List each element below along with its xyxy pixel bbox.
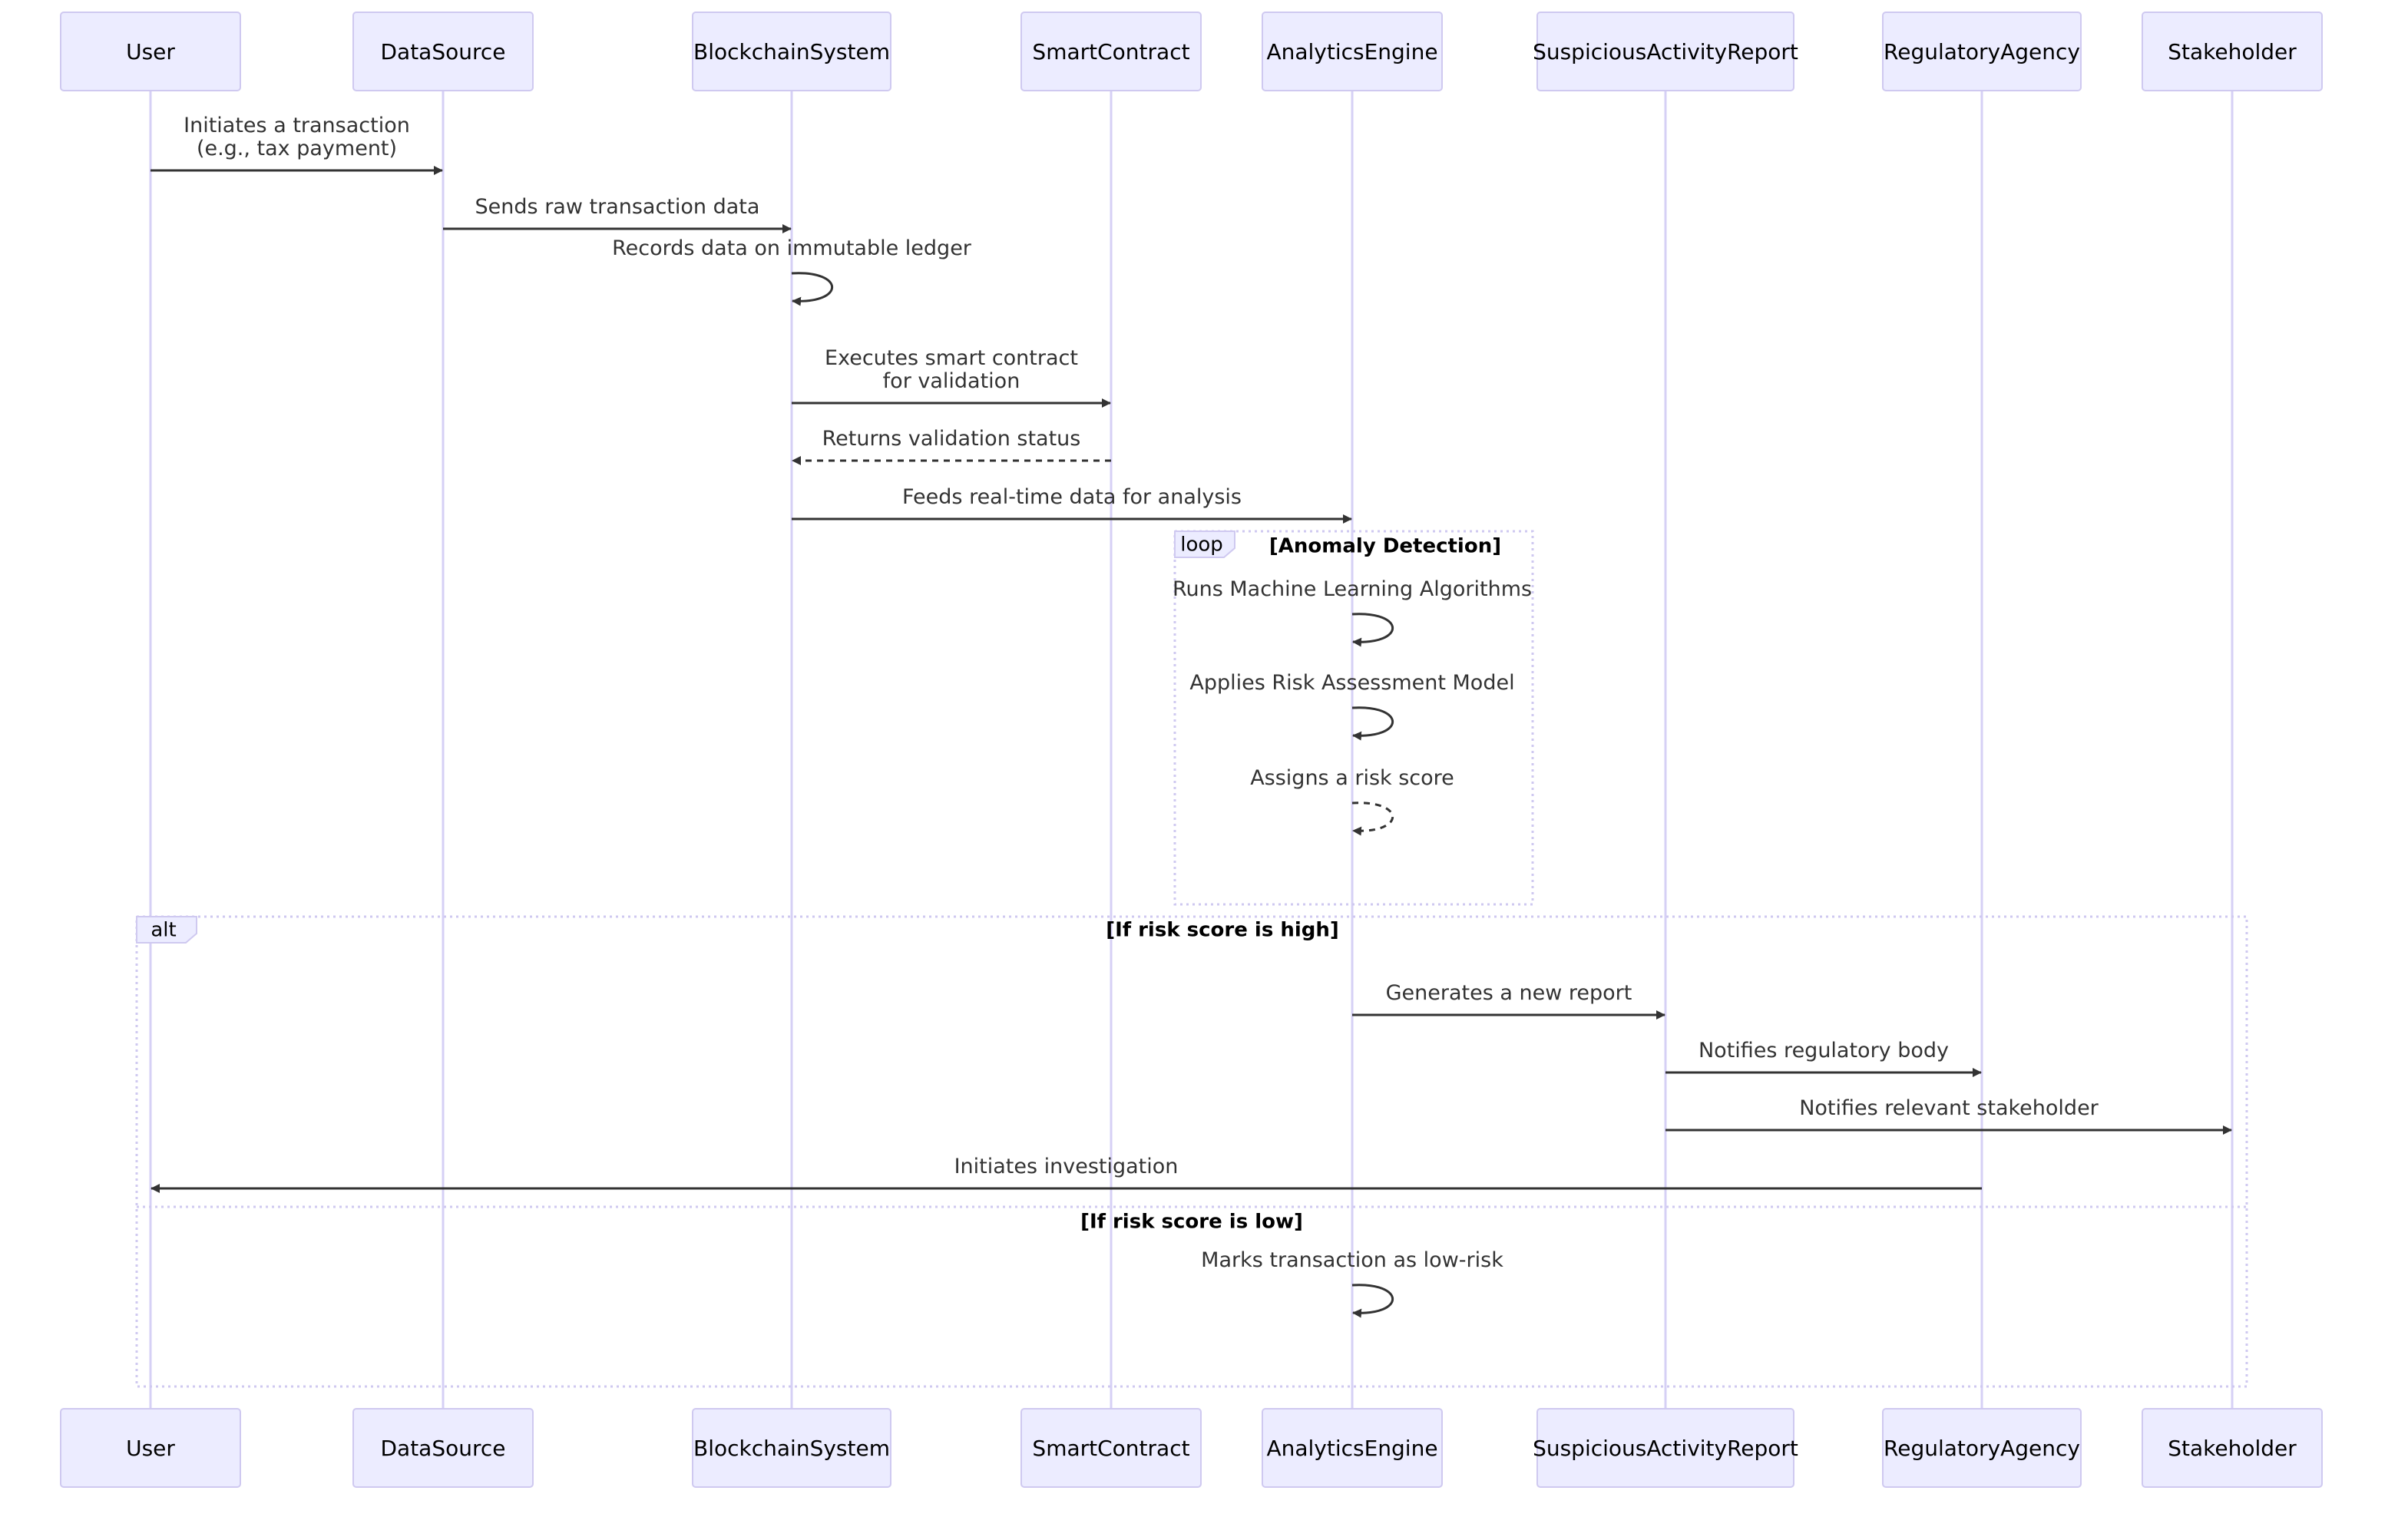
actor-box [1536, 12, 1794, 91]
alt-frame-border [135, 915, 2248, 1388]
message-label: Feeds real-time data for analysis [902, 485, 1242, 509]
loop-frame-border [1173, 530, 1534, 906]
message-label: Generates a new report [1386, 981, 1632, 1005]
actor-label: User [126, 39, 175, 64]
actor-label: DataSource [380, 1436, 505, 1461]
actor-regulatory-agency-bottom: RegulatoryAgency [1882, 1408, 2082, 1488]
actor-label: RegulatoryAgency [1884, 1436, 2080, 1461]
actor-box [60, 12, 241, 91]
loop-frame-tab [1174, 530, 1235, 558]
actor-analytics-engine-bottom: AnalyticsEngine [1262, 1408, 1443, 1488]
actor-label: Stakeholder [2168, 39, 2297, 64]
message-label: Executes smart contract [825, 346, 1078, 370]
message-label: Sends raw transaction data [475, 195, 760, 219]
message-13: Initiates investigation [150, 1155, 1982, 1193]
message-label: Runs Machine Learning Algorithms [1173, 577, 1532, 601]
message-label: Records data on immutable ledger [612, 236, 972, 260]
alt-else-condition: [If risk score is low] [1080, 1211, 1303, 1234]
actor-box [1020, 12, 1202, 91]
actor-label: BlockchainSystem [693, 39, 890, 64]
actor-label: SmartContract [1032, 1436, 1189, 1461]
actor-box [60, 1408, 241, 1488]
self-message-arrow [1351, 706, 1394, 741]
message-label: Notifies regulatory body [1698, 1039, 1949, 1063]
actor-blockchain-system-top: BlockchainSystem [692, 12, 891, 91]
actor-box [692, 1408, 891, 1488]
actor-data-source-top: DataSource [352, 12, 534, 91]
actor-box [1262, 1408, 1443, 1488]
actor-stakeholder-top: Stakeholder [2142, 12, 2323, 91]
actor-suspicious-activity-report-bottom: SuspiciousActivityReport [1533, 1408, 1798, 1488]
message-8: Applies Risk Assessment Model [1189, 671, 1515, 741]
actor-box [1020, 1408, 1202, 1488]
actor-label: SuspiciousActivityReport [1533, 39, 1798, 64]
message-6: Feeds real-time data for analysis [792, 485, 1352, 524]
actor-label: User [126, 1436, 175, 1461]
actor-label: RegulatoryAgency [1884, 39, 2080, 64]
message-9: Assigns a risk score [1250, 766, 1454, 836]
message-10: Generates a new report [1352, 981, 1665, 1020]
message-label: Assigns a risk score [1250, 766, 1454, 790]
actor-label: AnalyticsEngine [1266, 1436, 1437, 1461]
message-label: (e.g., tax payment) [197, 137, 397, 160]
actor-box [1882, 12, 2082, 91]
actor-box [352, 1408, 534, 1488]
actor-stakeholder-bottom: Stakeholder [2142, 1408, 2323, 1488]
message-label: Marks transaction as low-risk [1201, 1248, 1503, 1272]
actor-box [1536, 1408, 1794, 1488]
loop-frame-condition: [Anomaly Detection] [1269, 535, 1501, 558]
message-label: Returns validation status [822, 427, 1081, 451]
message-7: Runs Machine Learning Algorithms [1173, 577, 1532, 647]
actor-box [1262, 12, 1443, 91]
actor-data-source-bottom: DataSource [352, 1408, 534, 1488]
message-label: for validation [883, 369, 1020, 393]
actor-label: DataSource [380, 39, 505, 64]
message-11: Notifies regulatory body [1665, 1039, 1982, 1077]
message-3: Records data on immutable ledger [612, 236, 972, 306]
loop-frame-kind: loop [1180, 534, 1223, 557]
actor-user-bottom: User [60, 1408, 241, 1488]
message-label: Initiates a transaction [184, 114, 410, 137]
loop-fragment: loop [Anomaly Detection] [1173, 530, 1534, 906]
actor-box [2142, 12, 2323, 91]
actor-box [692, 12, 891, 91]
message-12: Notifies relevant stakeholder [1665, 1096, 2232, 1135]
alt-frame-condition: [If risk score is high] [1106, 919, 1339, 942]
actor-user-top: User [60, 12, 241, 91]
actor-box [352, 12, 534, 91]
actor-analytics-engine-top: AnalyticsEngine [1262, 12, 1443, 91]
message-5: Returns validation status [792, 427, 1111, 465]
message-14: Marks transaction as low-risk [1201, 1248, 1503, 1318]
self-message-arrow [1351, 1284, 1394, 1318]
actor-blockchain-system-bottom: BlockchainSystem [692, 1408, 891, 1488]
actor-label: Stakeholder [2168, 1436, 2297, 1461]
self-message-arrow [1351, 801, 1394, 836]
actor-label: BlockchainSystem [693, 1436, 890, 1461]
actor-smart-contract-top: SmartContract [1020, 12, 1202, 91]
message-label: Notifies relevant stakeholder [1799, 1096, 2099, 1120]
actor-suspicious-activity-report-top: SuspiciousActivityReport [1533, 12, 1798, 91]
actor-label: SuspiciousActivityReport [1533, 1436, 1798, 1461]
alt-frame-kind: alt [150, 919, 176, 942]
actor-box [1882, 1408, 2082, 1488]
actor-label: SmartContract [1032, 39, 1189, 64]
message-1: Initiates a transaction(e.g., tax paymen… [150, 114, 443, 175]
actor-regulatory-agency-top: RegulatoryAgency [1882, 12, 2082, 91]
self-message-arrow [1351, 613, 1394, 647]
message-label: Applies Risk Assessment Model [1189, 671, 1514, 695]
message-label: Initiates investigation [954, 1155, 1179, 1178]
actor-box [2142, 1408, 2323, 1488]
actor-label: AnalyticsEngine [1266, 39, 1437, 64]
message-2: Sends raw transaction data [443, 195, 792, 233]
self-message-arrow [791, 272, 834, 306]
actor-smart-contract-bottom: SmartContract [1020, 1408, 1202, 1488]
alt-fragment: alt [If risk score is high] [If risk score… [135, 915, 2248, 1388]
alt-frame-tab [136, 916, 197, 944]
